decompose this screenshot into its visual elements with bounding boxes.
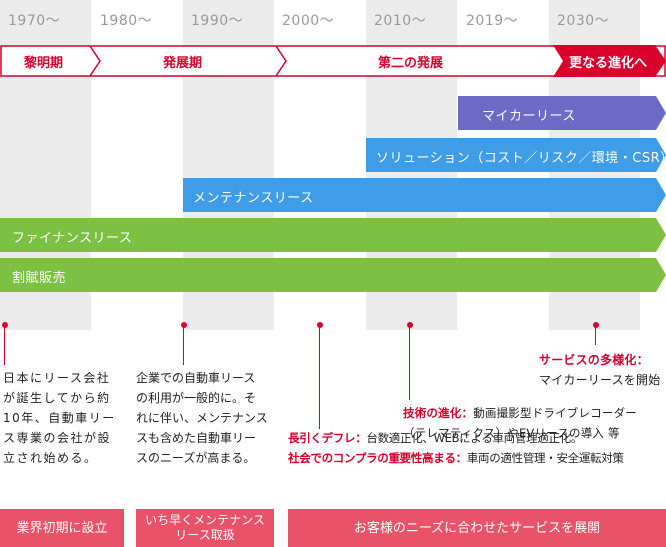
pin-line-2030: [595, 325, 596, 345]
decade-1980: 1980〜: [100, 13, 153, 29]
description-2010-text-1: 動画撮影型ドライブレコーダー: [473, 406, 638, 420]
era-ribbon: [0, 45, 666, 77]
bar-finance: [0, 218, 666, 252]
bottom-box-maintenance-early: いち早くメンテナンス リース取扱: [136, 509, 274, 547]
description-1990-line-5: スのニーズが高まる。: [136, 451, 256, 465]
description-2000-highlight-1: 長引くデフレ：: [288, 431, 367, 445]
bar-finance-label: ファイナンスリース: [12, 231, 133, 246]
bar-installment: [0, 258, 666, 292]
description-2010: 技術の進化：動画撮影型ドライブレコーダー （テレマティクス）やEVリースの導入 …: [403, 403, 666, 443]
bar-solution: [366, 138, 666, 172]
bottom-box-maintenance-line-2: リース取扱: [175, 528, 235, 542]
description-2030: サービスの多様化： マイカーリースを開始: [539, 350, 666, 390]
description-1990-line-1: 企業での自動車リース: [136, 371, 256, 385]
description-2030-highlight: サービスの多様化：: [539, 353, 649, 367]
description-2000-text-1: 台数適正化、WEBによる車両管理適正化。: [366, 431, 583, 445]
bar-maintenance-label: メンテナンスリース: [193, 191, 314, 206]
description-1990: 企業での自動車リース の利用が一般的に。そ れに伴い、メンテナンス スも含めた自…: [136, 368, 276, 468]
pin-line-2000: [319, 325, 320, 429]
pin-line-1970: [4, 325, 5, 365]
description-1990-line-4: スも含めた自動車リー: [136, 431, 257, 445]
decade-1990: 1990〜: [191, 13, 244, 29]
bottom-box-maintenance-line-1: いち早くメンテナンス: [145, 513, 265, 527]
description-1970-line-2: が誕生してから約: [3, 391, 111, 405]
description-2010-highlight: 技術の進化：: [403, 406, 474, 420]
era-future: 更なる進化へ: [569, 56, 648, 71]
pin-line-2010: [409, 325, 410, 400]
description-1970-line-5: 立され始める。: [3, 451, 98, 465]
description-1990-line-3: れに伴い、メンテナンス: [136, 411, 268, 425]
bottom-box-industry-early: 業界初期に設立: [0, 509, 124, 547]
description-1970-line-1: 日本にリース会社: [3, 371, 111, 385]
description-1970-line-4: ス専業の会社が設: [3, 431, 112, 445]
pin-dot-2010: [407, 322, 413, 328]
description-2010-text-2: （テレマティクス）やEVリースの導入 等: [403, 426, 620, 440]
pin-dot-1990: [181, 322, 187, 328]
decade-2030: 2030〜: [557, 13, 610, 29]
decade-2010: 2010〜: [374, 13, 427, 29]
service-bars: [0, 96, 666, 292]
bar-installment-label: 割賦販売: [12, 271, 67, 286]
era-growth: 発展期: [163, 56, 203, 71]
era-dawn: 黎明期: [24, 56, 64, 71]
bottom-box-customer-needs: お客様のニーズに合わせたサービスを展開: [288, 509, 666, 547]
description-1970: 日本にリース会社 が誕生してから約 10年、自動車リー ス専業の会社が設 立され…: [3, 368, 123, 468]
decade-1970: 1970〜: [8, 13, 61, 29]
description-2000-highlight-2: 社会でのコンプラの重要性高まる：: [288, 451, 467, 465]
description-2000-text-2: 車両の適性管理・安全運転対策: [466, 451, 624, 465]
bar-maintenance: [183, 178, 666, 212]
pin-dot-1970: [2, 322, 8, 328]
description-2010-line-1: 技術の進化：動画撮影型ドライブレコーダー: [403, 403, 666, 423]
description-1990-line-2: の利用が一般的に。そ: [136, 391, 257, 405]
description-2000: 長引くデフレ：台数適正化、WEBによる車両管理適正化。 社会でのコンプラの重要性…: [288, 428, 666, 468]
bar-mycar: [458, 96, 666, 130]
description-2000-line-1: 長引くデフレ：台数適正化、WEBによる車両管理適正化。: [288, 428, 666, 448]
description-2000-line-2: 社会でのコンプラの重要性高まる：車両の適性管理・安全運転対策: [288, 448, 666, 468]
era-divider-1: [89, 45, 101, 77]
description-2030-text: マイカーリースを開始: [539, 373, 661, 387]
pin-dot-2000: [317, 322, 323, 328]
description-1970-line-3: 10年、自動車リー: [3, 411, 116, 425]
bar-solution-label: ソリューション（コスト／リスク／環境・CSR）: [376, 151, 666, 166]
era-future-arrow: [553, 45, 666, 77]
era-second-growth: 第二の発展: [378, 56, 444, 71]
pin-dot-2030: [593, 322, 599, 328]
decade-2019: 2019〜: [466, 13, 519, 29]
bar-mycar-label: マイカーリース: [482, 109, 576, 124]
decade-2000: 2000〜: [282, 13, 335, 29]
era-divider-2: [275, 45, 287, 77]
pin-line-1990: [183, 325, 184, 365]
